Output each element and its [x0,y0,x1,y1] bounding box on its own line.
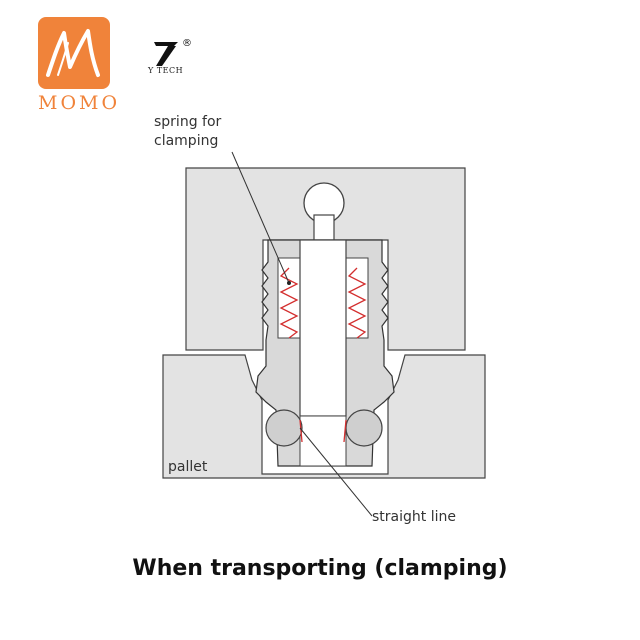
spring-left [279,267,299,339]
upper-block [185,167,466,351]
pallet-block [162,354,486,479]
spring-label-line2: clamping [154,133,219,149]
logo-text: MOMO [38,92,121,114]
straight-line-leader [299,427,373,517]
spring-leader-line [231,151,290,284]
ball-left [265,409,303,447]
brand-text: Y TECH [148,66,184,75]
registered-mark: ® [182,38,192,49]
spring-right [347,267,367,339]
ball-right [345,409,383,447]
momo-logo-icon [38,17,110,89]
brand-logo-icon: ® [150,36,210,76]
pallet-label: pallet [168,459,208,475]
plunger [299,239,347,417]
straight-line-label: straight line [372,509,456,525]
caption: When transporting (clamping) [132,556,508,581]
spring-label-line1: spring for [154,114,222,130]
